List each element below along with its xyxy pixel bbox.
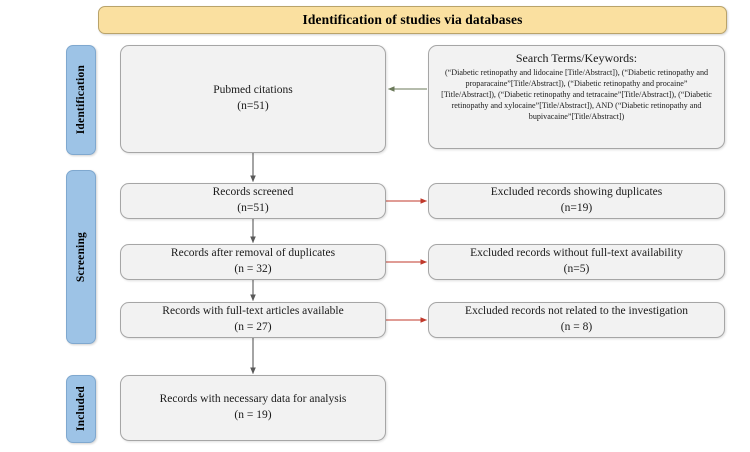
box-search-terms-body: (“Diabetic retinopathy and lidocaine [Ti…	[441, 68, 712, 122]
diagram-header-banner: Identification of studies via databases	[98, 6, 727, 34]
box-records-screened-line1: Records screened	[212, 186, 294, 199]
box-excluded-not-related: Excluded records not related to the inve…	[428, 302, 725, 338]
box-excluded-duplicates: Excluded records showing duplicates (n=1…	[428, 183, 725, 219]
box-excluded-no-fulltext: Excluded records without full-text avail…	[428, 244, 725, 280]
box-search-terms-title: Search Terms/Keywords:	[515, 51, 638, 65]
stage-badge-screening: Screening	[66, 170, 96, 344]
box-records-necessary-data-count: (n = 19)	[234, 409, 272, 421]
box-excluded-not-related-count: (n = 8)	[560, 321, 593, 333]
box-records-with-fulltext-count: (n = 27)	[234, 321, 272, 333]
box-records-screened: Records screened (n=51)	[120, 183, 386, 219]
stage-label-identification: Identification	[75, 65, 87, 135]
box-records-after-removal-duplicates: Records after removal of duplicates (n =…	[120, 244, 386, 280]
stage-label-screening: Screening	[75, 231, 87, 283]
box-excluded-duplicates-line1: Excluded records showing duplicates	[490, 186, 663, 199]
box-records-after-removal-duplicates-count: (n = 32)	[234, 263, 272, 275]
box-records-with-fulltext-line1: Records with full-text articles availabl…	[162, 305, 344, 318]
box-excluded-duplicates-count: (n=19)	[560, 202, 593, 214]
box-pubmed-citations-line1: Pubmed citations	[213, 84, 293, 97]
box-excluded-not-related-line1: Excluded records not related to the inve…	[465, 305, 688, 318]
box-records-with-fulltext: Records with full-text articles availabl…	[120, 302, 386, 338]
box-records-after-removal-duplicates-line1: Records after removal of duplicates	[170, 247, 336, 260]
stage-label-included: Included	[75, 386, 87, 432]
diagram-title: Identification of studies via databases	[302, 12, 523, 27]
box-records-necessary-data: Records with necessary data for analysis…	[120, 375, 386, 441]
box-pubmed-citations-count: (n=51)	[237, 100, 269, 112]
stage-badge-identification: Identification	[66, 45, 96, 155]
box-records-screened-count: (n=51)	[237, 202, 269, 214]
box-pubmed-citations: Pubmed citations (n=51)	[120, 45, 386, 153]
box-search-terms: Search Terms/Keywords: (“Diabetic retino…	[428, 45, 725, 149]
box-excluded-no-fulltext-line1: Excluded records without full-text avail…	[470, 247, 683, 260]
stage-badge-included: Included	[66, 375, 96, 443]
box-records-necessary-data-line1: Records with necessary data for analysis	[159, 393, 347, 406]
box-excluded-no-fulltext-count: (n=5)	[563, 263, 590, 275]
